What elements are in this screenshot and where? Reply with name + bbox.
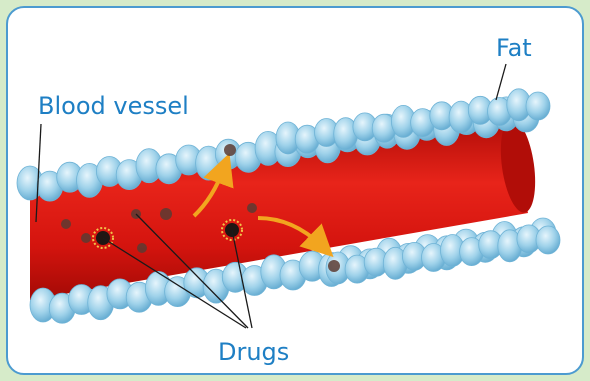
fat-pointer-line bbox=[496, 64, 506, 100]
fat-globule bbox=[526, 92, 550, 120]
fat-label: Fat bbox=[496, 34, 532, 62]
blood-vessel-diagram: Fat Blood vessel Drugs bbox=[8, 8, 582, 373]
drug-particle bbox=[137, 243, 147, 253]
drug-particle bbox=[160, 208, 172, 220]
drug-particle bbox=[61, 219, 71, 229]
drugs-label: Drugs bbox=[218, 338, 289, 366]
drug-particle bbox=[247, 203, 257, 213]
drug-particle bbox=[81, 233, 91, 243]
drug-particle bbox=[328, 260, 340, 272]
fat-globule bbox=[536, 226, 560, 254]
drug-particle bbox=[224, 144, 236, 156]
diagram-panel: Fat Blood vessel Drugs bbox=[6, 6, 584, 375]
blood-vessel-label: Blood vessel bbox=[38, 92, 189, 120]
